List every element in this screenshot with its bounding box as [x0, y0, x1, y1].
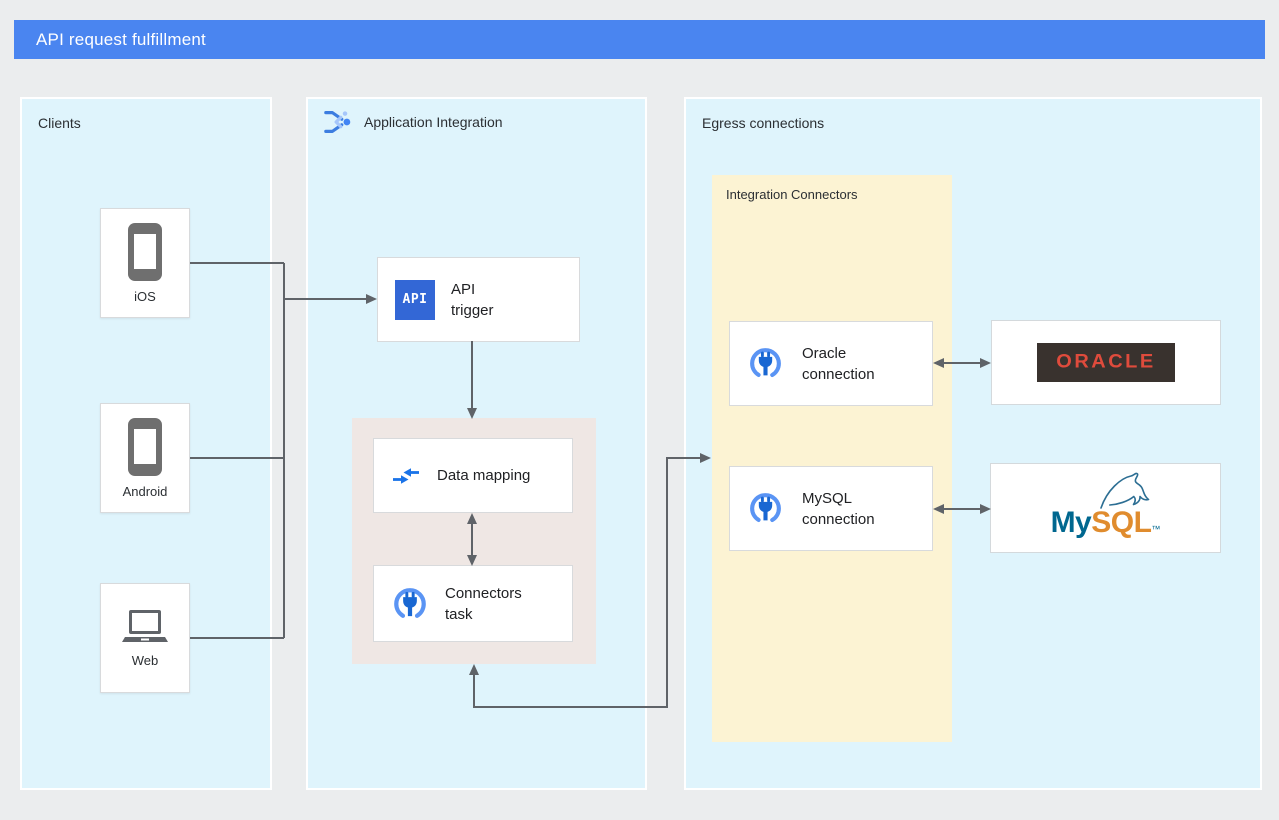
- oracle-logo-card: ORACLE: [991, 320, 1221, 405]
- mysql-connection-node: MySQL connection: [729, 466, 933, 551]
- connectors-task-node: Connectors task: [373, 565, 573, 642]
- mysql-logo-tm: ™: [1151, 524, 1161, 534]
- application-integration-label: Application Integration: [364, 114, 503, 130]
- web-node-label: Web: [131, 653, 159, 668]
- web-node: Web: [100, 583, 190, 693]
- connectors-icon: [391, 585, 429, 623]
- mysql-logo-card: MySQL™: [990, 463, 1221, 553]
- ios-node: iOS: [100, 208, 190, 318]
- diagram-title-bar: API request fulfillment: [14, 20, 1265, 59]
- connectors-icon: [747, 490, 784, 527]
- oracle-logo-text: ORACLE: [1056, 351, 1156, 373]
- mysql-logo: MySQL™: [991, 506, 1220, 540]
- data-mapping-node: Data mapping: [373, 438, 573, 513]
- android-node: Android: [100, 403, 190, 513]
- connectors-icon: [747, 345, 784, 382]
- oracle-logo: ORACLE: [1037, 343, 1175, 382]
- oracle-connection-node: Oracle connection: [729, 321, 933, 406]
- application-integration-icon: [322, 107, 354, 137]
- integration-connectors-group: Integration Connectors: [712, 175, 952, 742]
- phone-icon: [125, 222, 165, 282]
- egress-panel-label: Egress connections: [702, 115, 825, 131]
- diagram-title: API request fulfillment: [36, 29, 206, 49]
- android-node-label: Android: [122, 484, 168, 499]
- mysql-logo-sql: SQL: [1091, 506, 1152, 539]
- mysql-logo-my: My: [1050, 506, 1092, 539]
- api-icon: API: [395, 279, 435, 320]
- ios-node-label: iOS: [134, 289, 156, 304]
- api-trigger-label: API trigger: [451, 280, 494, 319]
- data-mapping-icon: [391, 464, 421, 488]
- integration-connectors-label: Integration Connectors: [726, 187, 858, 202]
- laptop-icon: [121, 608, 169, 646]
- phone-icon: [125, 417, 165, 477]
- data-mapping-label: Data mapping: [437, 467, 531, 484]
- mysql-connection-label: MySQL connection: [802, 489, 875, 528]
- clients-panel-label: Clients: [38, 115, 81, 131]
- connectors-task-label: Connectors task: [445, 584, 522, 623]
- mysql-dolphin-icon: [1095, 470, 1157, 512]
- api-trigger-node: API API trigger: [377, 257, 580, 342]
- oracle-connection-label: Oracle connection: [802, 344, 875, 383]
